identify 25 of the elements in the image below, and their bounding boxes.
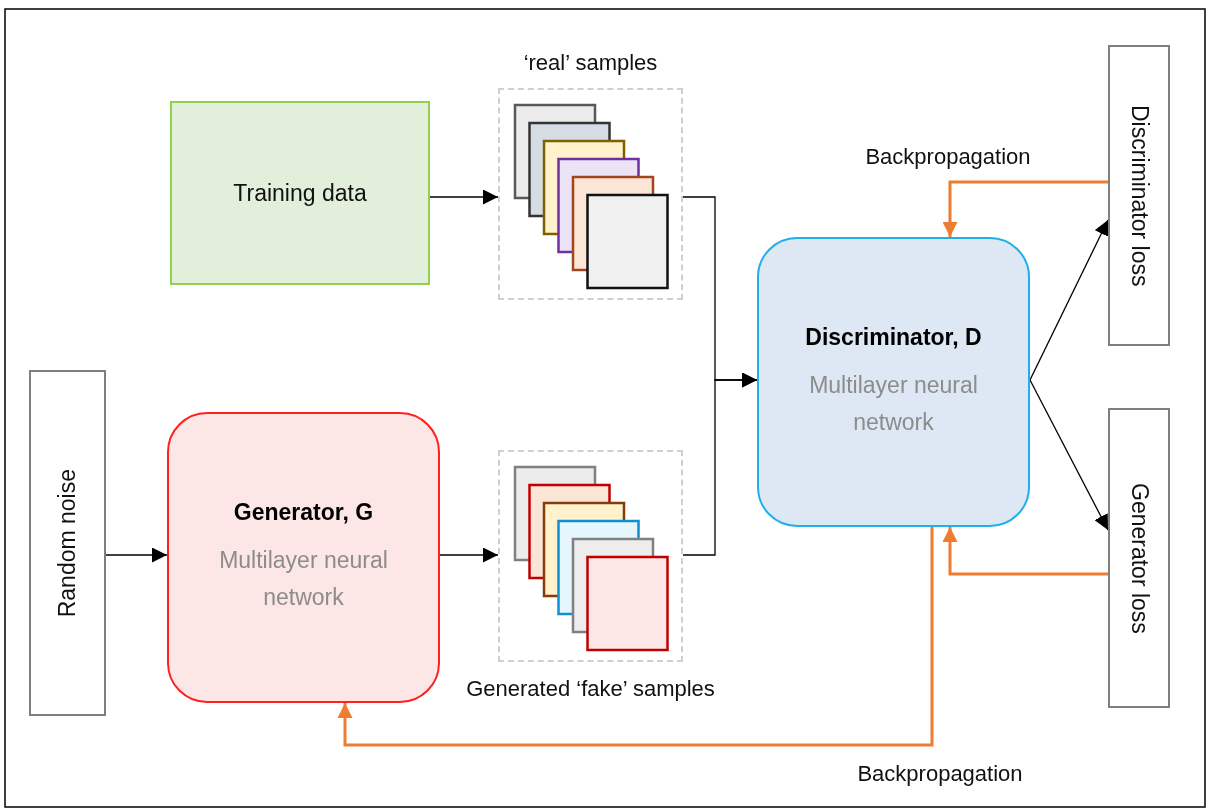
generator-box — [167, 412, 440, 703]
discriminator-box — [757, 237, 1030, 527]
arrow — [1029, 379, 1109, 531]
box-label: Generator loss — [1125, 482, 1153, 634]
loss-box — [1108, 408, 1170, 708]
sample-caption: Generated ‘fake’ samples — [465, 676, 716, 702]
arrow — [1029, 219, 1109, 381]
arrow — [439, 547, 499, 563]
box-label: Random noise — [54, 468, 81, 618]
arrow — [942, 180, 1108, 237]
sample-caption: ‘real’ samples — [522, 50, 659, 76]
box-title: Generator, G — [233, 499, 374, 527]
arrow — [429, 189, 499, 205]
arrow — [105, 547, 168, 563]
box-subtitle: Multilayer neural network — [808, 370, 979, 437]
arrow — [682, 372, 758, 556]
box-title: Discriminator, D — [805, 323, 982, 351]
box-label: Training data — [233, 179, 367, 207]
box-label: Discriminator loss — [1125, 104, 1153, 287]
arrow — [942, 527, 1108, 576]
arrow — [337, 527, 934, 747]
process-box — [170, 101, 430, 285]
box-subtitle: Multilayer neural network — [218, 546, 389, 612]
loss-box — [1108, 45, 1170, 346]
input-box — [29, 370, 106, 716]
